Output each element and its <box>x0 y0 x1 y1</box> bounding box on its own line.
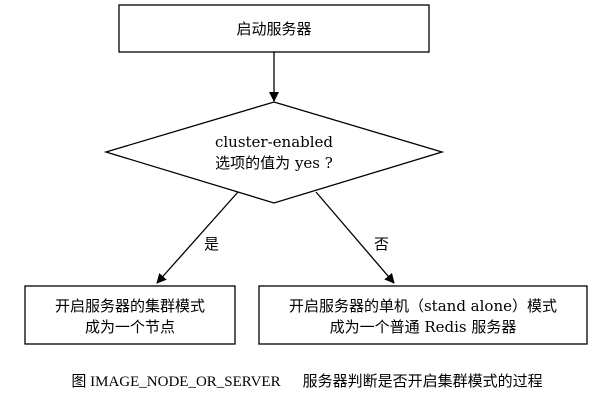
yes-result-line2: 成为一个节点 <box>85 318 175 336</box>
edge-yes-label: 是 <box>204 235 219 253</box>
yes-result-node: 开启服务器的集群模式 成为一个节点 <box>24 285 236 345</box>
figure-title: 服务器判断是否开启集群模式的过程 <box>302 374 543 390</box>
decision-diamond <box>103 101 445 204</box>
no-result-line1: 开启服务器的单机（stand alone）模式 <box>289 297 557 315</box>
edge-no-label: 否 <box>374 235 389 253</box>
edge-yes <box>156 191 239 284</box>
figure-caption: 图 IMAGE_NODE_OR_SERVER 服务器判断是否开启集群模式的过程 <box>0 370 614 391</box>
no-result-line2: 成为一个普通 Redis 服务器 <box>330 318 517 336</box>
yes-result-box <box>24 285 236 345</box>
yes-result-line1: 开启服务器的集群模式 <box>55 297 205 315</box>
figure-id: 图 IMAGE_NODE_OR_SERVER <box>71 374 281 390</box>
edge-no <box>315 191 395 284</box>
no-result-node: 开启服务器的单机（stand alone）模式 成为一个普通 Redis 服务器 <box>258 285 588 345</box>
start-node-box <box>118 4 430 53</box>
start-node: 启动服务器 <box>118 4 430 53</box>
start-node-label: 启动服务器 <box>236 20 311 38</box>
decision-label-line1: cluster-enabled <box>215 133 333 151</box>
decision-node: cluster-enabled 选项的值为 yes ? <box>103 101 445 204</box>
decision-label-line2: 选项的值为 yes ? <box>215 154 333 172</box>
no-result-box <box>258 285 588 345</box>
